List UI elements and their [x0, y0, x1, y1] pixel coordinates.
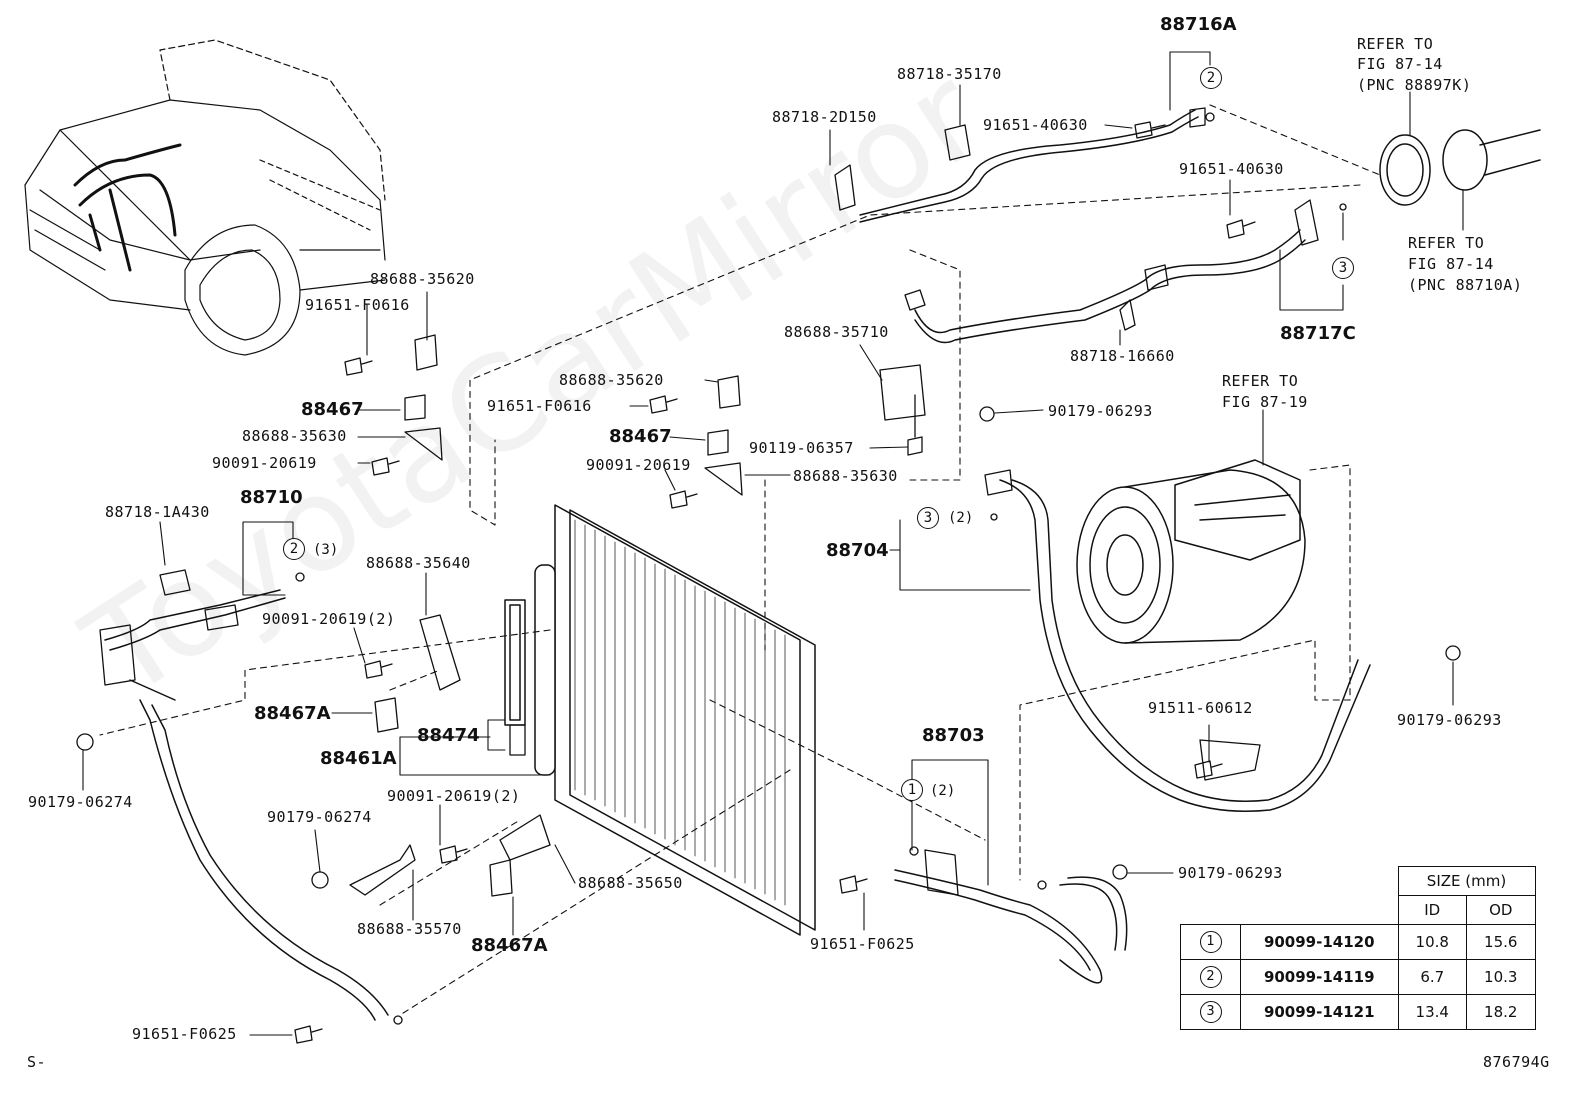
quantity-label: (2)	[930, 783, 956, 799]
part-label-88716A: 88716A	[1160, 14, 1237, 35]
part-label-91651-40630: 91651-40630	[983, 116, 1088, 134]
clutch-parts	[1379, 129, 1541, 206]
ref-circle-2: 2	[283, 538, 305, 560]
part-label-88688-35640: 88688-35640	[366, 554, 471, 572]
refrigerant-lines	[104, 109, 1371, 1021]
part-number: 90099-14121	[1240, 994, 1399, 1030]
part-number: 90099-14119	[1240, 959, 1399, 995]
part-label-90091-20619-x2: 90091-20619(2)	[262, 610, 396, 628]
refer-note-1-line1: REFER TO	[1357, 35, 1434, 53]
part-label-88467: 88467	[301, 399, 364, 420]
ref-circle-3: 3	[917, 507, 939, 529]
outer-diameter: 15.6	[1466, 924, 1536, 960]
table-row: 3 90099-14121 13.4 18.2	[1180, 994, 1536, 1030]
guide-lines	[99, 104, 1381, 1016]
ref-circle-2: 2	[1200, 67, 1222, 89]
footer-left-code: S-	[27, 1053, 47, 1071]
o-ring-size-table: SIZE (mm) ID OD 1 90099-14120 10.8 15.6 …	[1180, 866, 1536, 1030]
part-number: 90099-14120	[1240, 924, 1399, 960]
part-label-88688-35710: 88688-35710	[784, 323, 889, 341]
condenser-core	[504, 504, 816, 936]
part-label-91651-F0625: 91651-F0625	[132, 1025, 237, 1043]
inner-diameter: 10.8	[1397, 924, 1467, 960]
part-label-88474: 88474	[417, 725, 480, 746]
figure-id: 876794G	[1483, 1053, 1550, 1071]
quantity-label: (2)	[948, 510, 974, 526]
part-label-91511-60612: 91511-60612	[1148, 699, 1253, 717]
inner-diameter: 6.7	[1397, 959, 1467, 995]
part-label-90091-20619: 90091-20619	[212, 454, 317, 472]
ref-circle-3: 3	[1332, 257, 1354, 279]
part-label-88688-35620: 88688-35620	[559, 371, 664, 389]
part-label-88467A: 88467A	[471, 935, 548, 956]
vehicle-illustration	[24, 39, 386, 356]
inner-diameter: 13.4	[1397, 994, 1467, 1030]
table-row: 2 90099-14119 6.7 10.3	[1180, 959, 1536, 995]
part-label-90179-06274: 90179-06274	[267, 808, 372, 826]
part-label-88718-16660: 88718-16660	[1070, 347, 1175, 365]
compressor-assembly	[1076, 459, 1306, 644]
part-label-88717C: 88717C	[1280, 323, 1356, 344]
part-label-88710: 88710	[240, 487, 303, 508]
part-label-90119-06357: 90119-06357	[749, 439, 854, 457]
part-label-88688-35620: 88688-35620	[370, 270, 475, 288]
refer-note-2-line3: (PNC 88710A)	[1408, 276, 1523, 294]
part-label-90179-06293: 90179-06293	[1048, 402, 1153, 420]
part-label-91651-40630: 91651-40630	[1179, 160, 1284, 178]
fasteners	[76, 112, 1461, 1044]
part-label-91651-F0625: 91651-F0625	[810, 935, 915, 953]
part-label-88688-35650: 88688-35650	[578, 874, 683, 892]
part-label-88461A: 88461A	[320, 748, 397, 769]
part-label-91651-F0616: 91651-F0616	[305, 296, 410, 314]
part-label-88467: 88467	[609, 426, 672, 447]
refer-note-2-line2: FIG 87-14	[1408, 255, 1494, 273]
size-header: SIZE (mm)	[1397, 866, 1536, 896]
quantity-label: (3)	[313, 542, 339, 558]
ref-circle-1: 1	[1199, 931, 1222, 953]
refer-note-1-line3: (PNC 88897K)	[1357, 76, 1472, 94]
ref-circle-3: 3	[1199, 1001, 1222, 1023]
part-label-90179-06293: 90179-06293	[1178, 864, 1283, 882]
refer-note-3-line1: REFER TO	[1222, 372, 1299, 390]
leader-lines	[82, 51, 1464, 1036]
part-label-90091-20619: 90091-20619	[586, 456, 691, 474]
part-label-88718-1A430: 88718-1A430	[105, 503, 210, 521]
refer-note-1-line2: FIG 87-14	[1357, 55, 1443, 73]
refer-note-3-line2: FIG 87-19	[1222, 393, 1308, 411]
part-label-88704: 88704	[826, 540, 889, 561]
part-label-88718-2D150: 88718-2D150	[772, 108, 877, 126]
col-id-header: ID	[1397, 895, 1467, 925]
part-label-90179-06293: 90179-06293	[1397, 711, 1502, 729]
part-label-88688-35630: 88688-35630	[793, 467, 898, 485]
part-label-90179-06274: 90179-06274	[28, 793, 133, 811]
part-label-90091-20619-x2: 90091-20619(2)	[387, 787, 521, 805]
part-label-88467A: 88467A	[254, 703, 331, 724]
part-label-88718-35170: 88718-35170	[897, 65, 1002, 83]
refer-note-2-line1: REFER TO	[1408, 234, 1485, 252]
table-row: 1 90099-14120 10.8 15.6	[1180, 924, 1536, 960]
part-label-88703: 88703	[922, 725, 985, 746]
ref-circle-1: 1	[901, 779, 923, 801]
part-label-91651-F0616: 91651-F0616	[487, 397, 592, 415]
ref-circle-2: 2	[1199, 966, 1222, 988]
part-label-88688-35630: 88688-35630	[242, 427, 347, 445]
col-od-header: OD	[1466, 895, 1536, 925]
outer-diameter: 10.3	[1466, 959, 1536, 995]
part-label-88688-35570: 88688-35570	[357, 920, 462, 938]
outer-diameter: 18.2	[1466, 994, 1536, 1030]
small-parts	[99, 107, 1319, 897]
